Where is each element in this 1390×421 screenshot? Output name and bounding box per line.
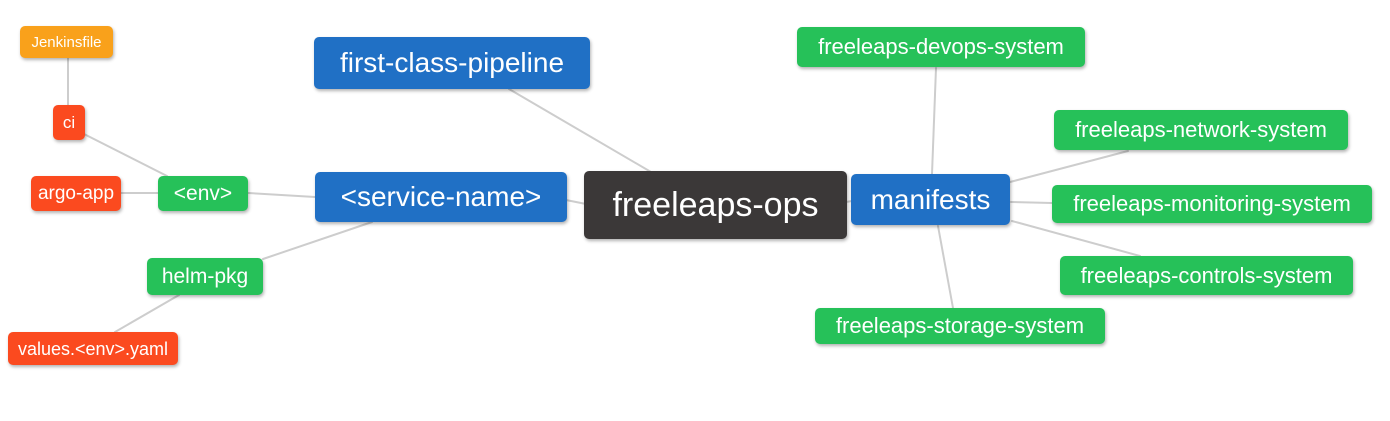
node-freeleaps-controls-system[interactable]: freeleaps-controls-system bbox=[1060, 256, 1353, 295]
node-ci[interactable]: ci bbox=[53, 105, 85, 140]
node-values-env-yaml[interactable]: values.<env>.yaml bbox=[8, 332, 178, 365]
node-freeleaps-network-system[interactable]: freeleaps-network-system bbox=[1054, 110, 1348, 150]
connector-service-name-ops bbox=[565, 199, 587, 205]
node-first-class-pipeline[interactable]: first-class-pipeline bbox=[314, 37, 590, 89]
connector-env-service-name bbox=[247, 192, 316, 198]
node-freeleaps-devops-system[interactable]: freeleaps-devops-system bbox=[797, 27, 1085, 67]
connector-manifests-monitoring bbox=[1010, 201, 1053, 204]
connector-manifests-controls bbox=[1011, 220, 1141, 257]
node-freeleaps-ops[interactable]: freeleaps-ops bbox=[584, 171, 847, 239]
node-jenkinsfile[interactable]: Jenkinsfile bbox=[20, 26, 113, 58]
node-freeleaps-monitoring-system[interactable]: freeleaps-monitoring-system bbox=[1052, 185, 1372, 223]
connector-ci-env bbox=[83, 133, 168, 177]
node-helm-pkg[interactable]: helm-pkg bbox=[147, 258, 263, 295]
connector-manifests-network bbox=[1009, 150, 1129, 183]
node-service-name[interactable]: <service-name> bbox=[315, 172, 567, 222]
connector-manifests-storage bbox=[937, 225, 954, 309]
node-manifests[interactable]: manifests bbox=[851, 174, 1010, 225]
node-argo-app[interactable]: argo-app bbox=[31, 176, 121, 211]
connector-manifests-devops bbox=[931, 67, 937, 175]
node-freeleaps-storage-system[interactable]: freeleaps-storage-system bbox=[815, 308, 1105, 344]
connector-pipeline-ops bbox=[508, 88, 652, 173]
connector-helm-pkg-values bbox=[114, 294, 180, 333]
node-env[interactable]: <env> bbox=[158, 176, 248, 211]
connector-service-name-helm-pkg bbox=[262, 221, 373, 260]
